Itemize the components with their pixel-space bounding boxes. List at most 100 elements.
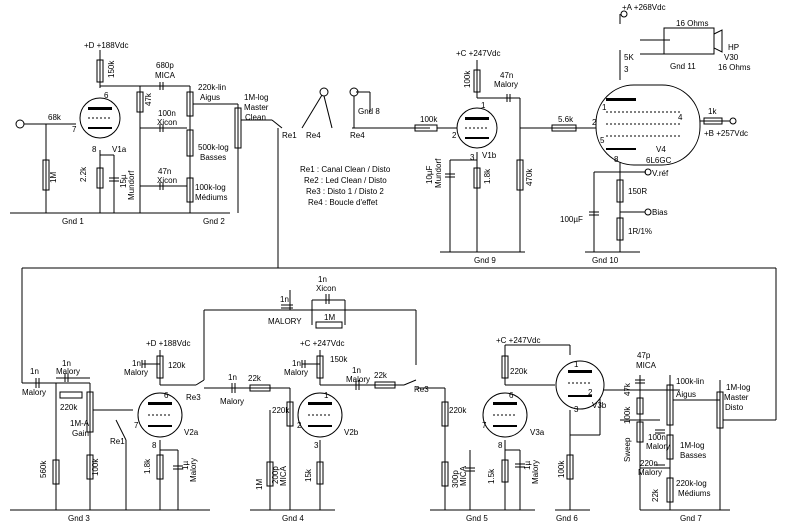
tube-label: V2a — [184, 428, 199, 437]
pin-number: 6 — [164, 391, 169, 400]
component-label: Xicon — [157, 176, 177, 185]
component-label: Malory — [531, 460, 540, 484]
component-label: Mundorf — [434, 158, 443, 188]
component-label: 1k — [708, 107, 717, 116]
component-label: Re3 — [186, 393, 201, 402]
component-label: Médiums — [195, 193, 227, 202]
tube-v4 — [595, 84, 701, 166]
tube-v1b — [456, 107, 498, 149]
wiring — [10, 10, 777, 511]
tube-v1a — [79, 97, 121, 139]
component-label: Xicon — [316, 284, 336, 293]
component-label: Xicon — [157, 118, 177, 127]
component-label: Malory — [189, 458, 198, 482]
rail-label: +D +188Vdc — [146, 339, 190, 348]
component-label: Clean — [245, 113, 266, 122]
component-label: Malory — [284, 368, 308, 377]
ground-label: Gnd 5 — [466, 514, 488, 523]
relay-legend: Re1 : Canal Clean / Disto Re2 : Led Clea… — [300, 165, 391, 207]
pin-number: 3 — [624, 65, 629, 74]
component-label: 5.6k — [558, 115, 574, 124]
pin-number: 8 — [152, 441, 157, 450]
ground-label: Gnd 10 — [592, 256, 619, 265]
component-label: Malory — [124, 368, 148, 377]
component-label: Malory — [646, 442, 670, 451]
component-label: 100n — [158, 109, 176, 118]
component-label: Re4 — [350, 131, 365, 140]
component-label: HP — [728, 43, 739, 52]
tube-label: V1a — [112, 145, 127, 154]
component-label: 470k — [525, 168, 534, 186]
pin-number: 2 — [588, 388, 593, 397]
component-label: 15µ — [119, 174, 128, 188]
pin-number: 1 — [481, 101, 486, 110]
component-label: 1M — [49, 172, 58, 183]
pin-number: 6 — [509, 391, 514, 400]
tube-label: 6L6GC — [646, 156, 672, 165]
component-label: 100k — [420, 115, 438, 124]
component-label: 1M-log — [726, 383, 750, 392]
component-label: Master — [244, 103, 269, 112]
component-label: 47k — [144, 92, 153, 106]
component-label: V.réf — [652, 169, 669, 178]
component-label: 1M-log — [244, 93, 268, 102]
component-label: 560k — [39, 460, 48, 478]
component-label: V30 — [724, 53, 739, 62]
component-label: 1n — [228, 373, 237, 382]
tube-label: V3a — [530, 428, 545, 437]
component-label: 1.8k — [483, 168, 492, 184]
pin-number: 7 — [134, 421, 139, 430]
component-label: 100k-log — [195, 183, 226, 192]
component-label: 680p — [156, 61, 174, 70]
pin-number: 6 — [104, 91, 109, 100]
rail-label: +C +247Vdc — [496, 336, 540, 345]
component-label: 100k — [623, 406, 632, 424]
ground-label: Gnd 11 — [670, 62, 696, 71]
component-label: 220n — [640, 459, 658, 468]
ground-label: Gnd 2 — [203, 217, 225, 226]
component-label: 1µ — [181, 461, 190, 470]
component-label: 1M — [324, 313, 335, 322]
component-label: 100k — [91, 458, 100, 476]
component-label: 1n — [280, 295, 289, 304]
component-label: 1R/1% — [628, 227, 652, 236]
component-label: 220k-log — [676, 479, 707, 488]
pin-number: 7 — [482, 421, 487, 430]
ground-label: Gnd 3 — [68, 514, 90, 523]
component-label: 1µ — [523, 461, 532, 470]
component-label: Bias — [652, 208, 668, 217]
pin-number: 1 — [324, 391, 329, 400]
component-label: Basses — [680, 451, 706, 460]
component-label: 500k-log — [198, 143, 229, 152]
component-label: 300p — [451, 470, 460, 488]
ground-label: Gnd 7 — [680, 514, 702, 523]
component-label: 220k — [449, 406, 467, 415]
pin-number: 4 — [678, 113, 683, 122]
component-label: Gain — [72, 429, 89, 438]
component-label: 1.5k — [487, 468, 496, 484]
component-label: 47n — [158, 167, 171, 176]
pin-number: 2 — [452, 131, 457, 140]
component-label: 22k — [651, 488, 660, 502]
component-label: 5K — [624, 53, 634, 62]
component-labels: 150k 68k 1M 2.2k 15µ Mundorf 680p MICA 4… — [22, 19, 750, 502]
pin-number: 1 — [602, 103, 607, 112]
pin-numbers: 6 7 8 1 2 3 1 2 3 4 5 8 6 7 8 1 2 3 6 7 … — [72, 65, 683, 450]
component-label: 120k — [168, 361, 186, 370]
component-label: Re1 — [282, 131, 297, 140]
supply-rails: +D +188Vdc +C +247Vdc +A +268Vdc +B +257… — [84, 3, 748, 348]
component-label: Mundorf — [127, 170, 136, 200]
component-label: Aigus — [200, 93, 220, 102]
ground-label: Gnd 1 — [62, 217, 84, 226]
ground-label: Gnd 4 — [282, 514, 304, 523]
component-label: 220k — [272, 406, 290, 415]
pin-number: 3 — [470, 153, 475, 162]
component-label: Re4 — [306, 131, 321, 140]
component-label: 220k — [510, 367, 528, 376]
pin-number: 8 — [92, 145, 97, 154]
ground-label: Gnd 8 — [358, 107, 380, 116]
component-label: Malory — [22, 388, 46, 397]
relay-legend-line: Re1 : Canal Clean / Disto — [300, 165, 391, 174]
component-label: 100k — [557, 460, 566, 478]
